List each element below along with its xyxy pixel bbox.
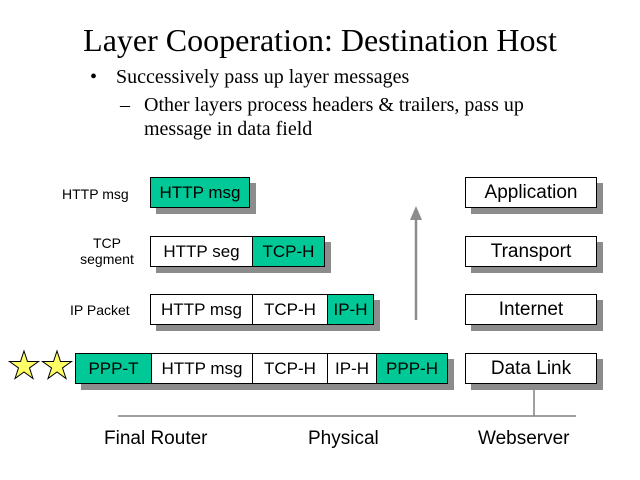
cell-ppp-trailer: PPP-T bbox=[76, 354, 151, 383]
cell-tcp-header: TCP-H bbox=[252, 295, 327, 324]
label-physical: Physical bbox=[308, 428, 379, 449]
layer-label: Transport bbox=[465, 236, 597, 267]
cell-ip-header: IP-H bbox=[327, 354, 376, 383]
frame-tcp-segment: HTTP seg TCP-H bbox=[150, 236, 331, 273]
cell-http-msg: HTTP msg bbox=[151, 178, 249, 207]
row-label-line: segment bbox=[80, 251, 134, 267]
row-label-http-msg: HTTP msg bbox=[62, 186, 129, 202]
cell-http-msg: HTTP msg bbox=[151, 354, 252, 383]
layer-data-link: Data Link bbox=[465, 353, 603, 390]
slide-title: Layer Cooperation: Destination Host bbox=[83, 22, 557, 58]
label-webserver: Webserver bbox=[478, 428, 570, 449]
layer-label: Application bbox=[465, 177, 597, 208]
layer-label: Data Link bbox=[465, 353, 597, 384]
row-label-line: TCP bbox=[93, 235, 121, 251]
frame-ip-packet: HTTP msg TCP-H IP-H bbox=[150, 294, 380, 331]
bullet-text: Successively pass up layer messages bbox=[116, 66, 410, 88]
cell-tcp-header: TCP-H bbox=[252, 354, 327, 383]
label-final-router: Final Router bbox=[104, 428, 208, 449]
row-label-ip-packet: IP Packet bbox=[70, 302, 130, 318]
arrow-up-head bbox=[410, 206, 422, 220]
cell-http-seg: HTTP seg bbox=[151, 237, 252, 266]
cell-tcp-header: TCP-H bbox=[252, 237, 324, 266]
frame-http-msg: HTTP msg bbox=[150, 177, 256, 214]
layer-internet: Internet bbox=[465, 294, 603, 331]
star-icon bbox=[40, 349, 74, 380]
bullet-text: Other layers process headers & trailers,… bbox=[144, 94, 524, 140]
bullet-marker: – bbox=[120, 94, 130, 116]
cell-ppp-header: PPP-H bbox=[376, 354, 447, 383]
cell-http-msg: HTTP msg bbox=[151, 295, 252, 324]
star-icon bbox=[7, 349, 41, 380]
cell-ip-header: IP-H bbox=[327, 295, 373, 324]
frame-ppp: PPP-T HTTP msg TCP-H IP-H PPP-H bbox=[75, 353, 454, 390]
layer-transport: Transport bbox=[465, 236, 603, 273]
layer-label: Internet bbox=[465, 294, 597, 325]
bullet-marker: • bbox=[90, 66, 98, 88]
layer-application: Application bbox=[465, 177, 603, 214]
row-label-tcp-segment: TCP segment bbox=[72, 235, 142, 267]
